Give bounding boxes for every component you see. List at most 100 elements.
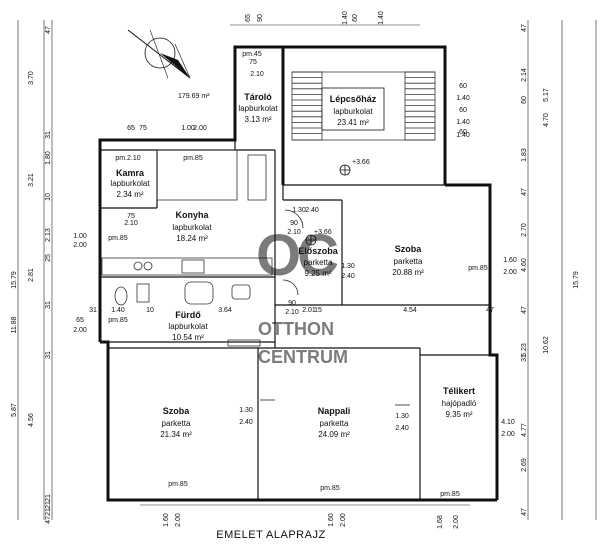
dimension-label: 31 — [45, 131, 52, 139]
svg-text:Szoba: Szoba — [395, 244, 422, 254]
dimension-label: 15.79 — [573, 271, 580, 289]
dimension-label: 47 — [486, 307, 494, 314]
dimension-label: 1.40 — [378, 11, 385, 25]
dimension-label: 1.40 — [456, 119, 470, 126]
washbasin — [231, 284, 251, 300]
dimension-label: 2.10 — [285, 309, 299, 316]
north-arrow-icon — [127, 29, 191, 79]
dimension-label: 65 — [245, 14, 252, 22]
dimension-label: pm.85 — [440, 491, 460, 498]
level-marker-stair: +3.66 — [339, 159, 370, 176]
dimension-label: 21 — [45, 494, 52, 502]
dimension-label: 1.00 — [181, 125, 195, 132]
room-label-tarolo: Tároló lapburkolat 3.13 m² — [238, 92, 278, 124]
dimension-label: 75 — [139, 125, 147, 132]
svg-text:lapburkolat: lapburkolat — [333, 107, 373, 116]
dimension-label: 2.14 — [521, 68, 528, 82]
dimension-label: 31 — [89, 307, 97, 314]
dimension-label: 65 — [76, 317, 84, 324]
dimension-label: 2.01 — [302, 307, 316, 314]
dimension-label: 1.30 — [341, 263, 355, 270]
dimension-label: 1.30 — [292, 207, 306, 214]
dimension-label: 2.81 — [28, 268, 35, 282]
dimension-label: 47 — [45, 516, 52, 524]
toilet — [114, 283, 150, 306]
svg-text:20.88 m²: 20.88 m² — [392, 268, 424, 277]
dimension-label: 21 — [45, 501, 52, 509]
dimension-label: 1.80 — [45, 151, 52, 165]
dimension-label: 90 — [257, 14, 264, 22]
svg-text:Kamra: Kamra — [116, 168, 145, 178]
doors — [260, 209, 410, 406]
dimension-label: 10.62 — [543, 336, 550, 354]
svg-text:OTTHON: OTTHON — [258, 319, 334, 339]
dimension-label: 3.64 — [218, 307, 232, 314]
dimension-label: pm.2.10 — [115, 155, 140, 162]
room-label-kamra: Kamra lapburkolat 2.34 m² — [110, 168, 150, 199]
svg-text:9.25 m²: 9.25 m² — [304, 269, 331, 278]
level-marker-hall: +3.66 — [305, 229, 332, 246]
svg-text:24.09 m²: 24.09 m² — [318, 430, 350, 439]
dimension-label: 65 — [127, 125, 135, 132]
svg-text:hajópadló: hajópadló — [442, 399, 477, 408]
dimension-label: pm.85 — [468, 265, 488, 272]
dimension-label: 47 — [521, 24, 528, 32]
dimension-label: 5.87 — [11, 403, 18, 417]
dimension-label: 1.60 — [163, 513, 170, 527]
dimension-label: 2.40 — [305, 207, 319, 214]
svg-text:parketta: parketta — [162, 419, 191, 428]
dimension-label: 60 — [459, 107, 467, 114]
dimension-label: 10 — [146, 307, 154, 314]
dimension-label: 2.00 — [73, 242, 87, 249]
svg-text:Nappali: Nappali — [318, 406, 351, 416]
watermark: OC OTTHON CENTRUM — [256, 223, 348, 367]
dimension-label: pm.85 — [108, 317, 128, 324]
svg-text:Előszoba: Előszoba — [298, 246, 339, 256]
total-area: 179.69 m² — [178, 93, 210, 100]
dimension-label: 2.00 — [340, 513, 347, 527]
dimension-label: 60 — [521, 96, 528, 104]
dimension-label: 1.40 — [111, 307, 125, 314]
dimension-label: 47 — [521, 306, 528, 314]
svg-text:CENTRUM: CENTRUM — [258, 347, 348, 367]
dimension-label: 21 — [45, 508, 52, 516]
svg-text:Fürdő: Fürdő — [175, 310, 201, 320]
svg-text:Lépcsőház: Lépcsőház — [330, 94, 377, 104]
dimension-label: 60 — [459, 129, 467, 136]
room-label-lepcsohaz: Lépcsőház lapburkolat 23.41 m² — [321, 87, 385, 131]
dimension-label: 5.17 — [543, 88, 550, 102]
svg-text:Szoba: Szoba — [163, 406, 190, 416]
svg-text:lapburkolat: lapburkolat — [110, 179, 150, 188]
dimension-label: 4.60 — [521, 258, 528, 272]
dimension-label: 47 — [521, 508, 528, 516]
staircase — [291, 71, 436, 141]
dimension-label: 3.21 — [28, 173, 35, 187]
dimension-label: 1.40 — [456, 132, 470, 139]
svg-text:lapburkolat: lapburkolat — [238, 104, 278, 113]
room-label-tellikert: Télikert hajópadló 9.35 m² — [442, 386, 477, 419]
dimension-label: pm.85 — [168, 481, 188, 488]
plan-caption: EMELET ALAPRAJZ — [216, 529, 325, 541]
room-label-szoba-1: Szoba parketta 20.88 m² — [392, 244, 424, 277]
svg-text:Konyha: Konyha — [175, 210, 209, 220]
dimension-label: 2.00 — [453, 515, 460, 529]
room-label-konyha: Konyha lapburkolat 18.24 m² — [172, 210, 212, 243]
dimension-label: 4.70 — [543, 113, 550, 127]
dimension-label: 47 — [45, 26, 52, 34]
dimension-label: pm.85 — [108, 235, 128, 242]
dimension-label: 75 — [127, 213, 135, 220]
dimension-label: 2.10 — [287, 229, 301, 236]
room-label-nappali: Nappali parketta 24.09 m² — [318, 406, 351, 439]
svg-text:18.24 m²: 18.24 m² — [176, 234, 208, 243]
svg-text:10.54 m²: 10.54 m² — [172, 333, 204, 342]
svg-text:3.13 m²: 3.13 m² — [244, 115, 271, 124]
dimension-label: 4.56 — [28, 413, 35, 427]
svg-text:parketta: parketta — [304, 258, 333, 267]
dimension-label: 10 — [45, 193, 52, 201]
dimension-label: 1.60 — [503, 257, 517, 264]
dimension-label: 15 — [314, 307, 322, 314]
dimension-label: 2.13 — [45, 228, 52, 242]
svg-text:parketta: parketta — [320, 419, 349, 428]
